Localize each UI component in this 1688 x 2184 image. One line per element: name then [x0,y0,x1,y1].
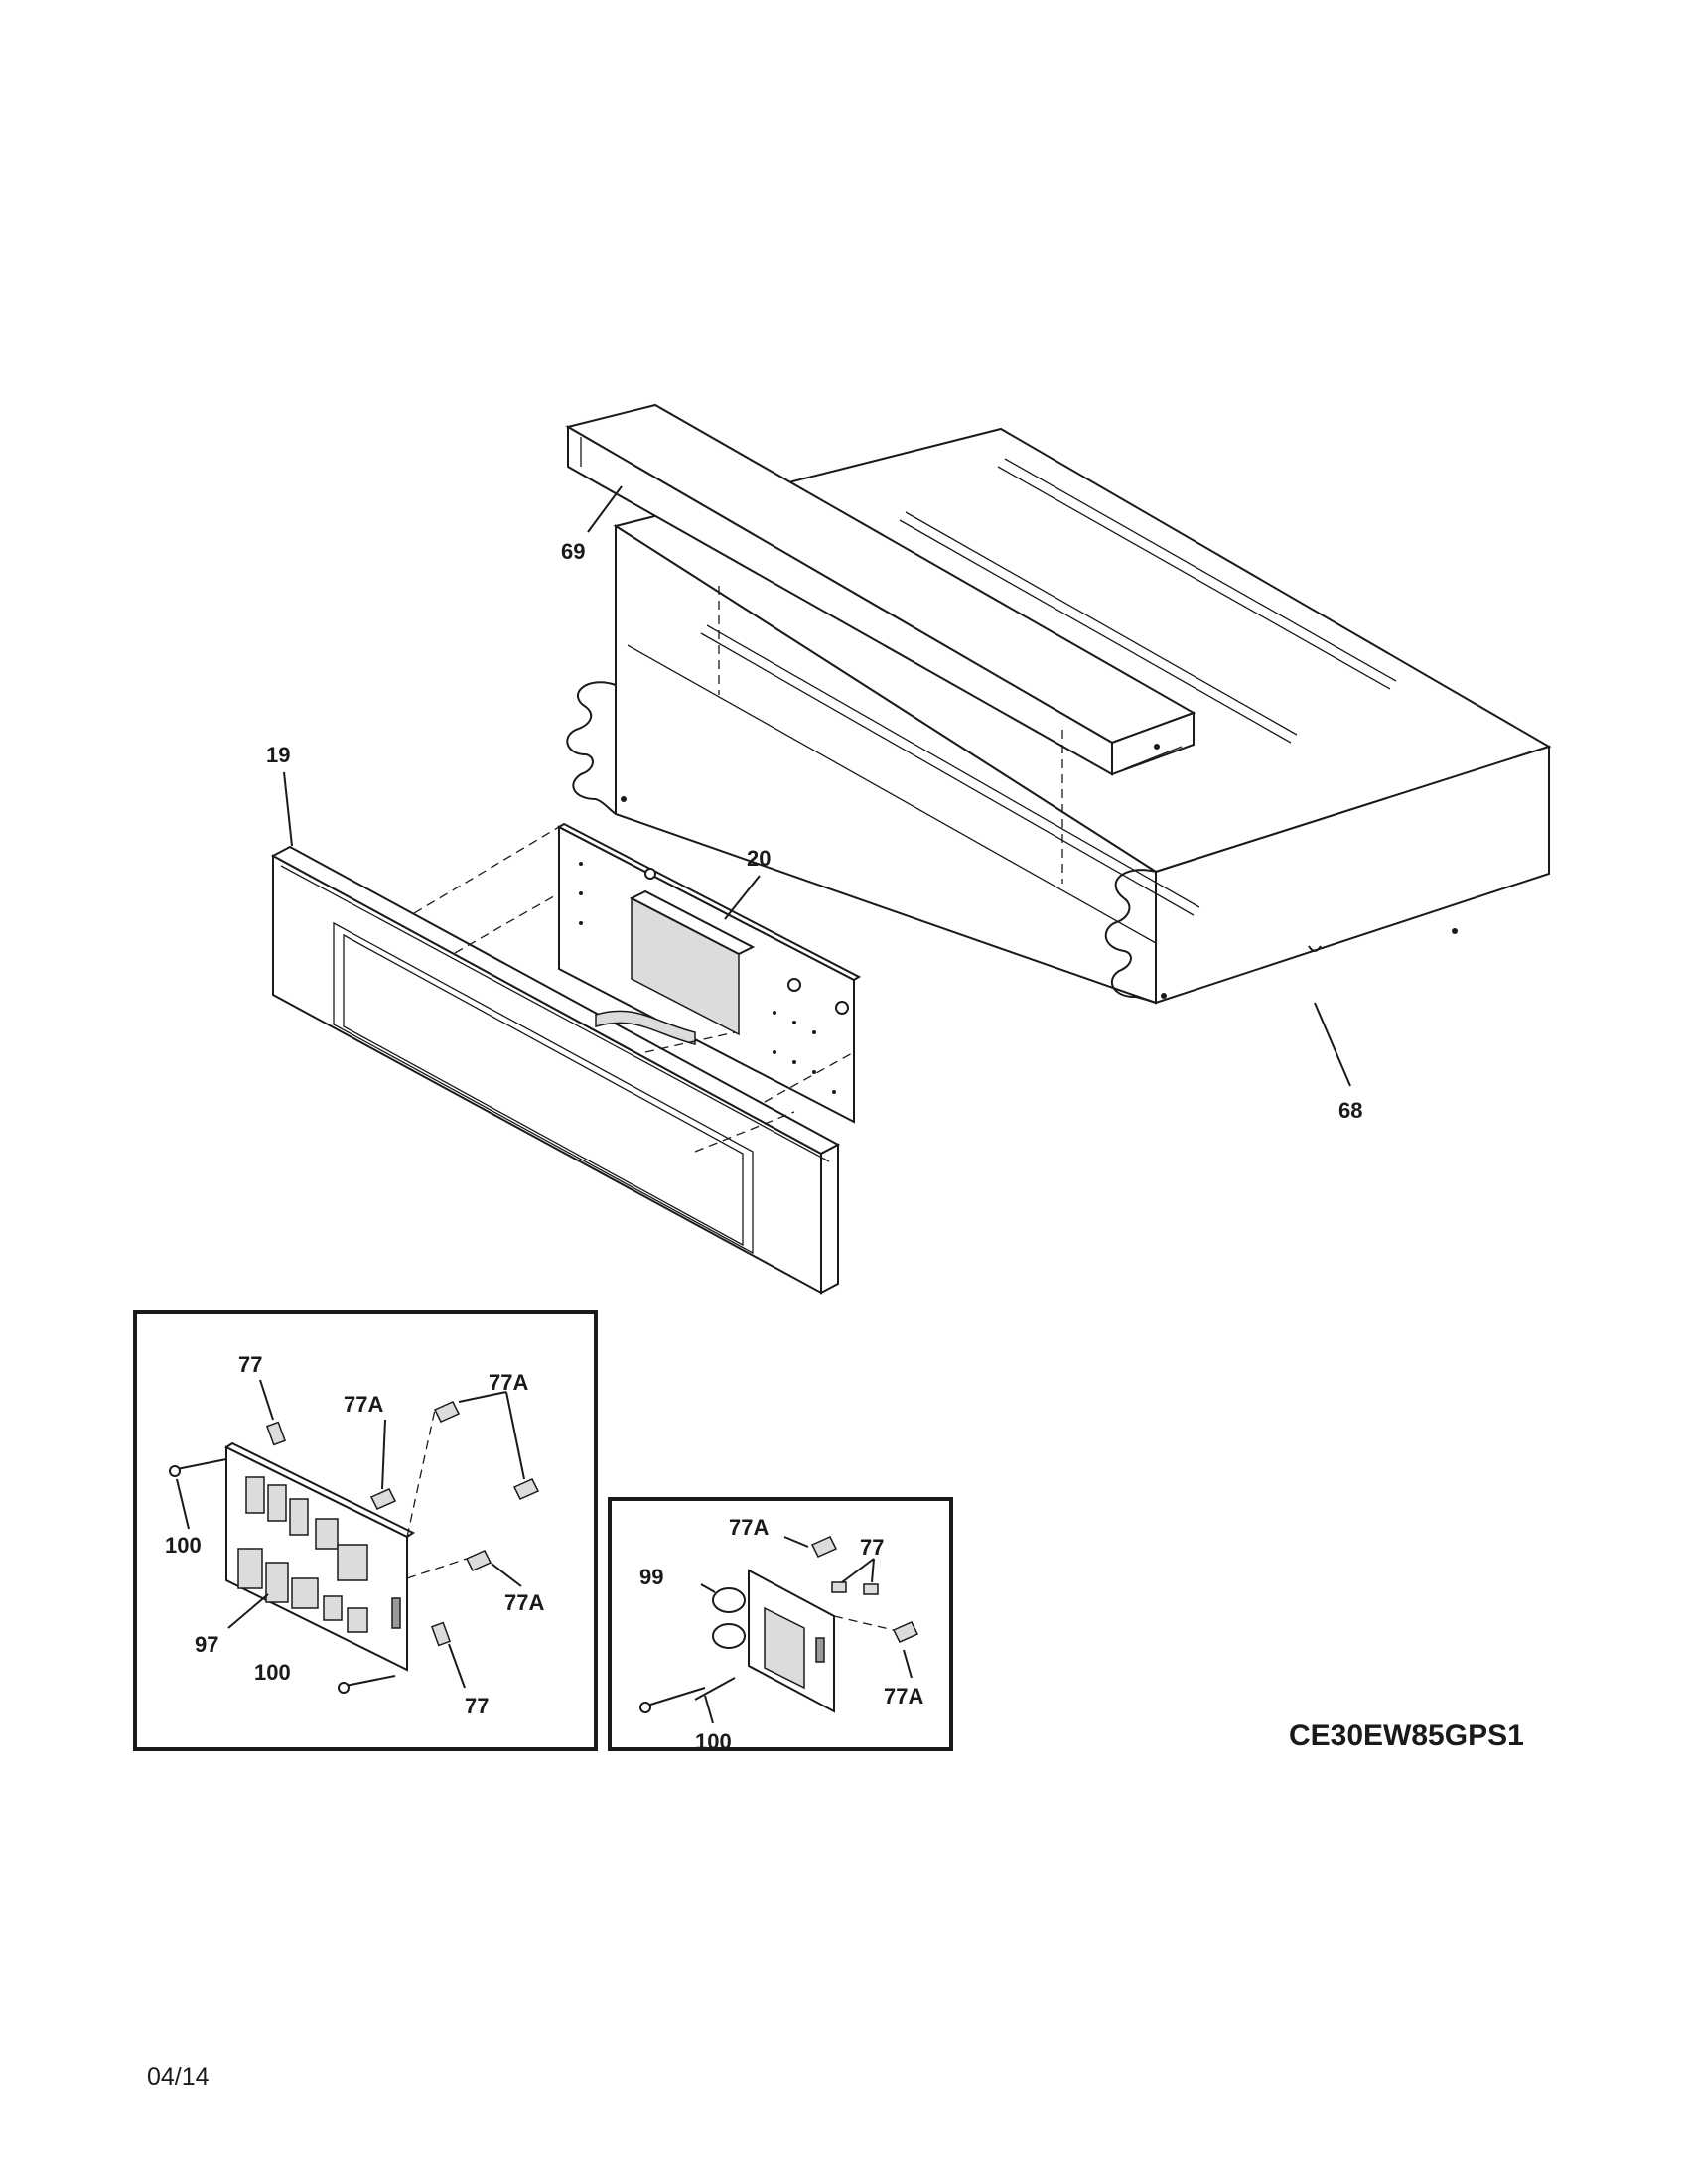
inset2-fasteners [639,1536,919,1724]
inset-box-transformer-board [608,1497,953,1751]
callout-20: 20 [747,846,771,871]
callout-100: 100 [254,1660,291,1685]
leader-68 [1314,1002,1351,1087]
callout-99: 99 [639,1565,663,1589]
callout-77: 77 [860,1535,884,1560]
control-panel-part-19 [270,845,841,1295]
callout-97: 97 [195,1632,218,1657]
inset-box-relay-board [133,1310,598,1751]
leader-19 [283,771,293,847]
inset1-fasteners [169,1379,540,1694]
leader-20 [724,875,761,920]
control-board-part-20 [413,822,862,1153]
callout-77a: 77A [504,1590,544,1615]
callout-19: 19 [266,743,290,767]
callout-68: 68 [1338,1098,1362,1123]
callout-100: 100 [165,1533,202,1558]
callout-77: 77 [465,1694,489,1718]
callout-77a: 77A [344,1392,383,1417]
leader-69 [587,485,623,533]
model-number: CE30EW85GPS1 [1289,1719,1524,1752]
callout-77a: 77A [884,1684,923,1708]
callout-69: 69 [561,539,585,564]
revision-date: 04/14 [147,2063,210,2091]
callout-77a: 77A [729,1515,769,1540]
callout-77a: 77A [489,1370,528,1395]
callout-77: 77 [238,1352,262,1377]
support-bracket-part-69 [565,403,1196,884]
callout-100: 100 [695,1729,732,1754]
relay-board-part-97 [224,1441,415,1672]
transformer-board-part-99 [700,1569,835,1713]
